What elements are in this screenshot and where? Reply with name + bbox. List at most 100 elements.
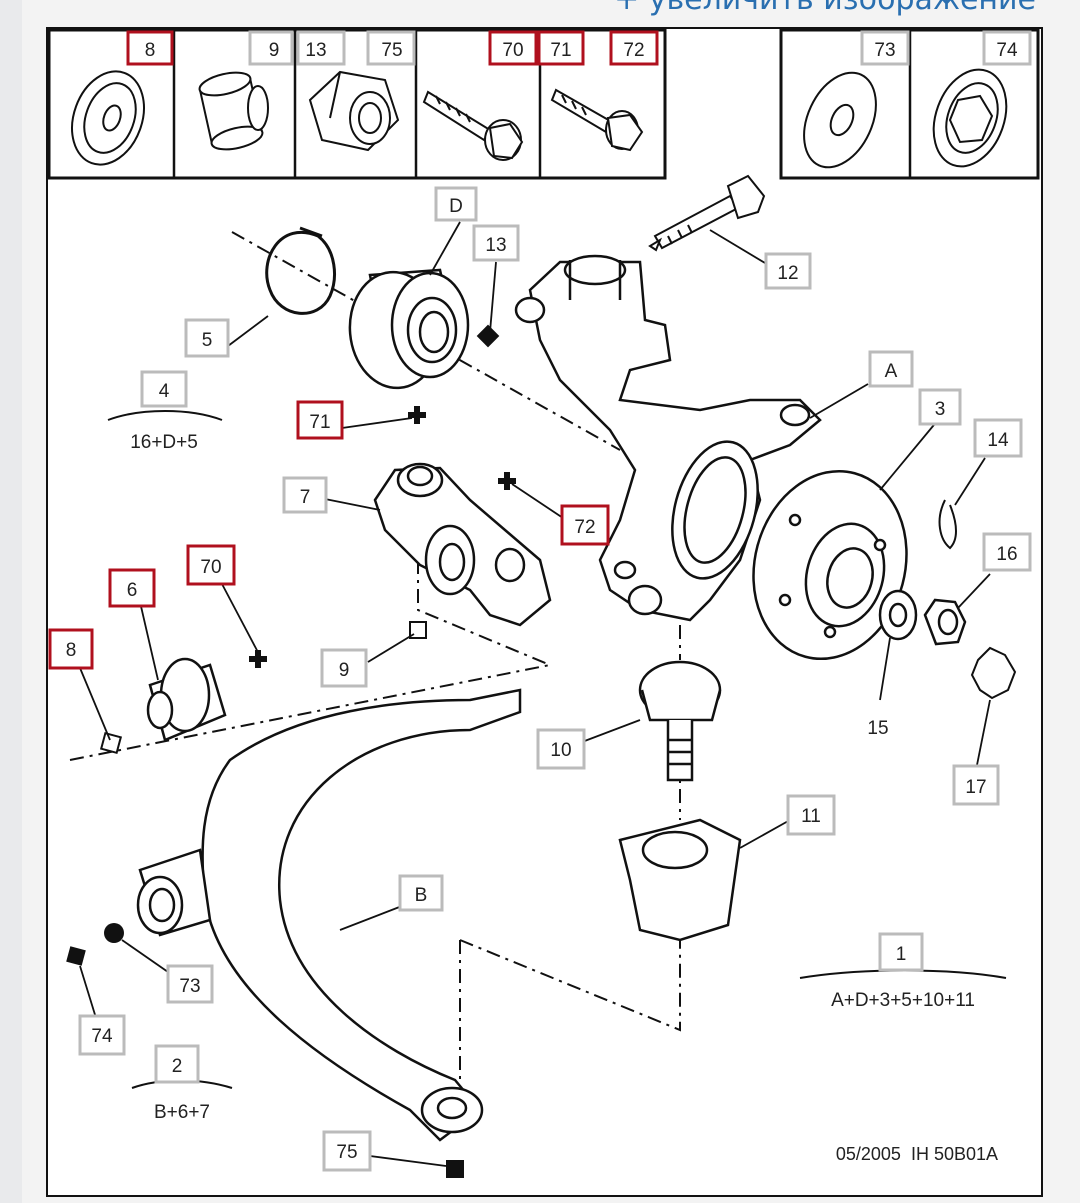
svg-text:71: 71 [309,412,330,433]
callout-74: 74 [78,1014,126,1056]
callout-2: 2 [154,1044,200,1084]
diagram-reference-code: 05/2005 IH 50B01A [836,1144,998,1164]
strip-label-70: 70 [488,30,538,66]
svg-text:74: 74 [91,1026,113,1047]
callout-6: 6 [108,568,156,608]
zoom-image-link[interactable]: + увеличить изображение [614,0,1036,17]
assembly-axis-lines [69,231,681,1080]
svg-text:74: 74 [996,40,1018,61]
washer-nut-74-icon [932,68,1008,168]
svg-text:B: B [415,885,428,906]
svg-text:73: 73 [874,40,895,61]
svg-text:1: 1 [896,944,907,965]
svg-text:75: 75 [381,40,402,61]
svg-text:72: 72 [623,40,644,61]
bracket-7-icon [373,462,552,627]
dust-boot-11-icon [618,818,742,942]
callout-A: A [868,350,914,388]
callout-9: 9 [320,648,368,688]
callout-10: 10 [536,728,586,770]
strip-label-75: 75 [366,30,416,66]
strip-label-73: 73 [860,30,910,66]
kit-1-formula: A+D+3+5+10+11 [831,990,975,1011]
steering-knuckle-A-icon [514,254,822,622]
strip-label-9: 9 [248,30,294,66]
wheel-bearing-D-icon [348,268,470,390]
svg-text:71: 71 [550,40,571,61]
washer-73-icon [803,71,877,169]
svg-text:73: 73 [179,976,200,997]
bushing-9-icon [198,71,269,151]
strip-label-71: 71 [537,30,585,66]
svg-text:15: 15 [867,718,888,739]
svg-text:70: 70 [200,557,221,578]
callout-75: 75 [322,1130,372,1172]
kit-4-formula: 16+D+5 [130,432,198,453]
callout-17: 17 [952,764,1000,806]
svg-text:72: 72 [574,517,595,538]
bolt-12-icon [648,174,766,252]
split-pin-14-icon [938,499,957,550]
svg-text:14: 14 [987,430,1009,451]
callout-D: D [434,186,478,222]
callout-B: B [398,874,444,912]
washer-15-icon [878,589,918,641]
strip-label-72: 72 [609,30,659,66]
hub-nut-16-icon [923,598,967,646]
washer-8-icon [71,70,145,166]
callout-7: 7 [282,476,328,514]
callout-72: 72 [560,504,610,546]
svg-text:5: 5 [202,330,213,351]
strip-label-8: 8 [126,30,174,66]
wheel-hub-3-icon [752,469,908,661]
svg-text:4: 4 [159,381,170,402]
leader-lines [79,221,991,1167]
svg-text:A: A [885,361,898,382]
callout-71: 71 [296,400,344,440]
callout-70: 70 [186,544,236,586]
callout-4: 4 [140,370,188,408]
lower-control-arm-B-icon [136,688,522,1142]
callout-12: 12 [764,252,812,290]
strip-label-13: 13 [296,30,346,66]
svg-text:75: 75 [336,1142,357,1163]
fastener-markers [66,324,516,1178]
callout-8: 8 [48,628,94,670]
svg-text:9: 9 [269,40,280,61]
callout-3: 3 [918,388,962,426]
bushing-6-icon [146,657,227,742]
svg-text:8: 8 [145,40,156,61]
callout-1: 1 [878,932,924,972]
strip-label-74: 74 [982,30,1032,66]
bolt-70-icon [422,90,524,161]
nut-cap-17-icon [970,646,1017,700]
nut-13-75-icon [308,70,400,152]
callout-11: 11 [786,794,836,836]
svg-text:2: 2 [172,1056,183,1077]
svg-text:8: 8 [66,640,77,661]
callout-73: 73 [166,964,214,1004]
bolt-71-72-icon [550,88,644,152]
svg-text:17: 17 [965,777,986,798]
svg-text:D: D [449,196,463,217]
svg-text:3: 3 [935,399,946,420]
svg-text:6: 6 [127,580,138,601]
ball-joint-10-icon [638,660,722,782]
svg-text:16: 16 [996,544,1017,565]
svg-text:7: 7 [300,487,311,508]
callout-15: 15 [854,704,902,744]
circlip-5-icon [265,226,336,315]
callout-16: 16 [982,532,1032,572]
svg-text:12: 12 [777,263,798,284]
callout-13: 13 [472,224,520,262]
svg-text:13: 13 [485,235,506,256]
svg-text:9: 9 [339,660,350,681]
svg-text:10: 10 [550,740,571,761]
svg-text:11: 11 [801,806,821,827]
kit-2-formula: B+6+7 [154,1102,210,1123]
callout-5: 5 [184,318,230,358]
svg-text:13: 13 [305,40,326,61]
svg-text:70: 70 [502,40,523,61]
callout-14: 14 [973,418,1023,458]
